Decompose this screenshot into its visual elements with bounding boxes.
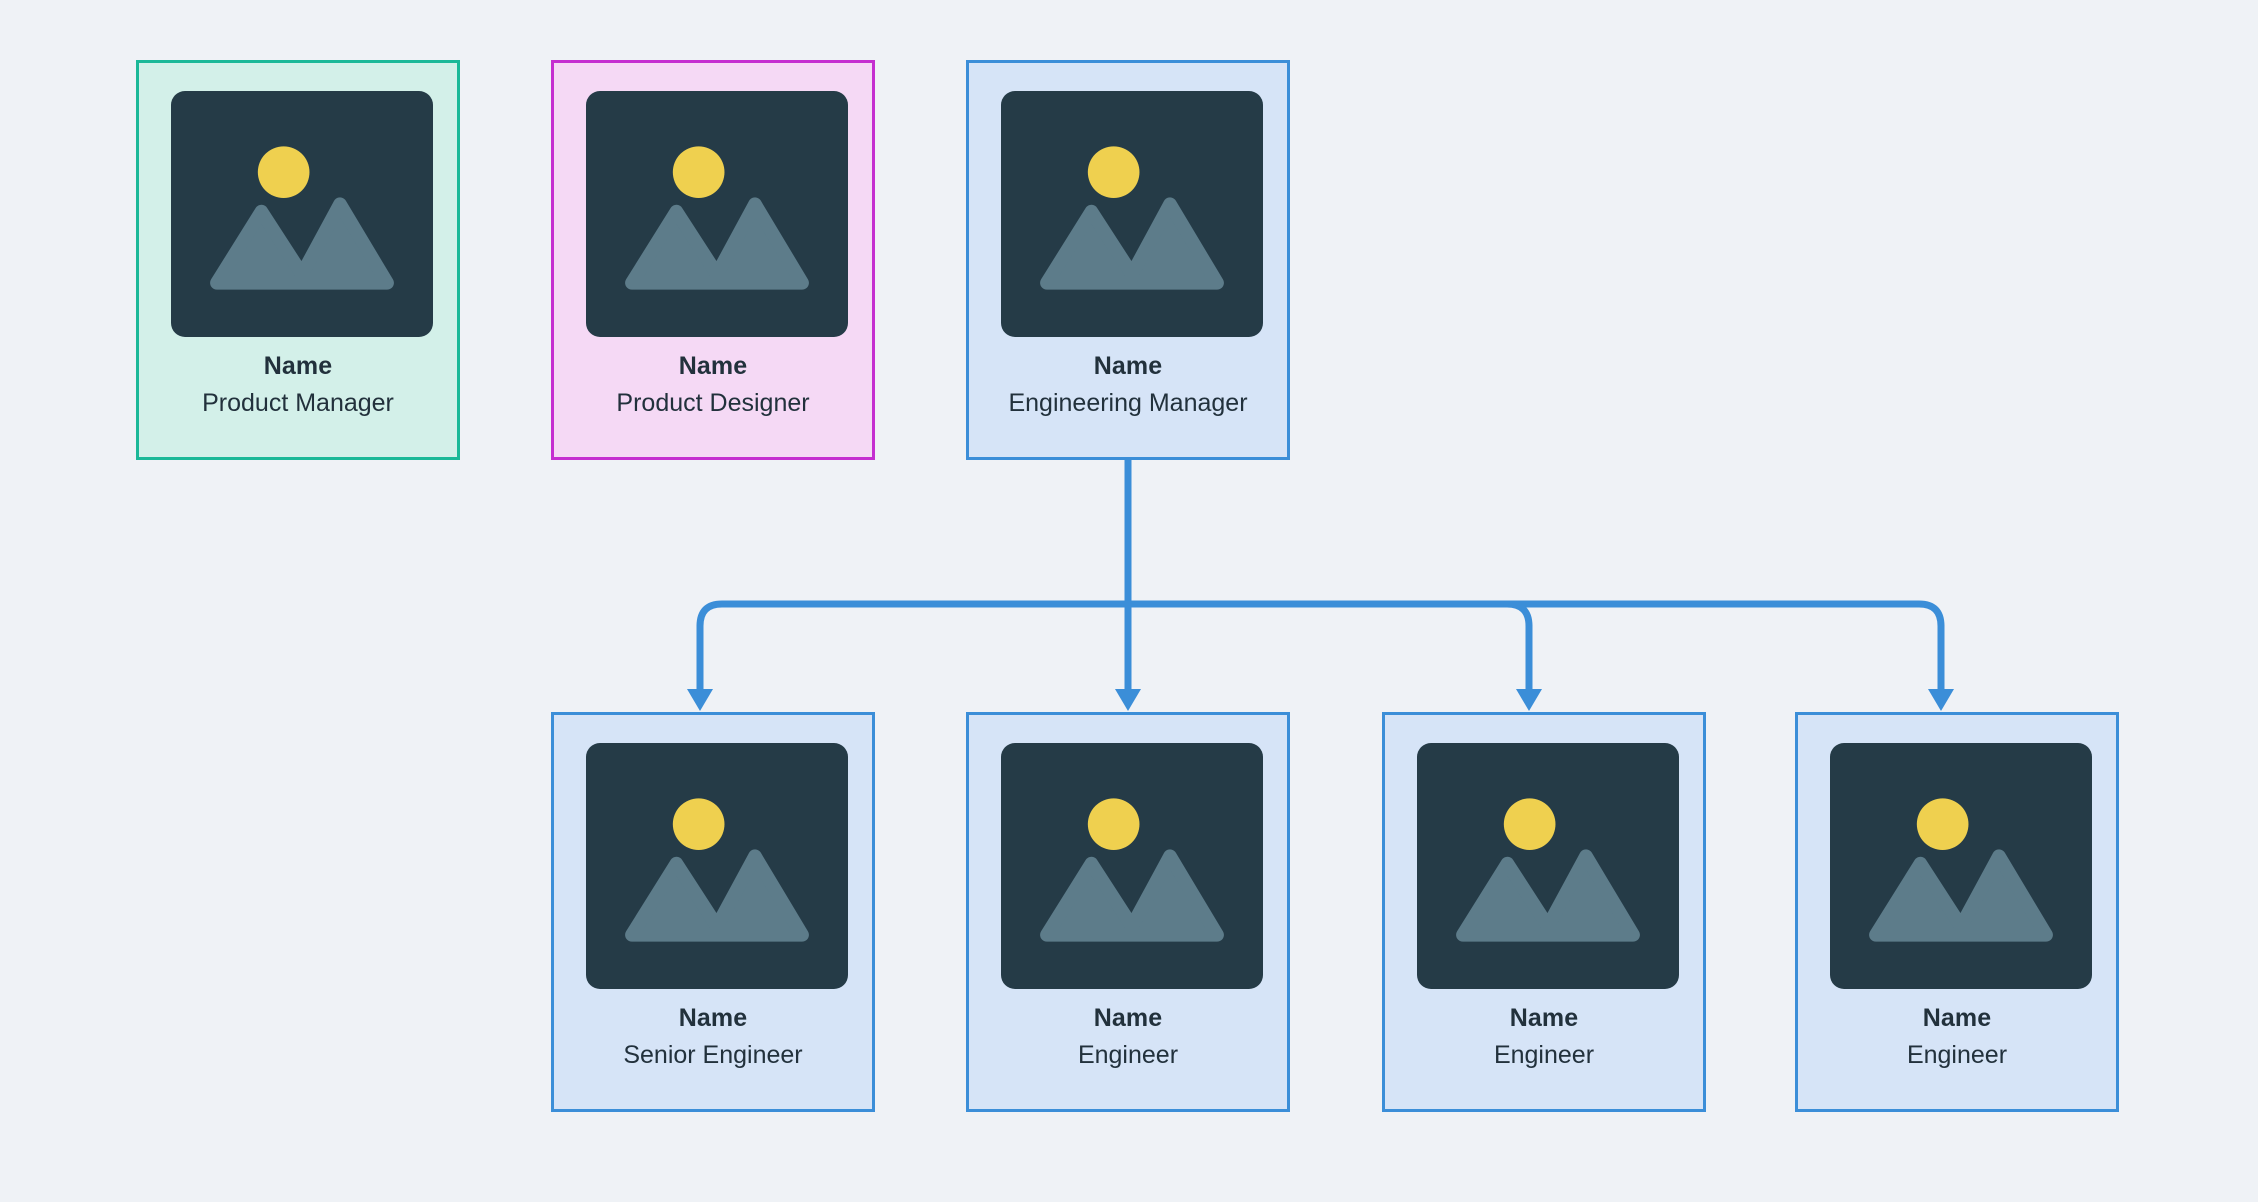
person-name: Name	[1093, 1004, 1163, 1032]
image-placeholder-icon	[1040, 798, 1224, 942]
connector-arrowhead-3	[1928, 689, 1954, 711]
connector-arrowhead-0	[687, 689, 713, 711]
person-name: Name	[1922, 1004, 1992, 1032]
image-placeholder-icon	[625, 146, 809, 290]
connector-arrowhead-2	[1516, 689, 1542, 711]
connector-arrowhead-1	[1115, 689, 1141, 711]
person-name: Name	[1509, 1004, 1579, 1032]
person-name: Name	[1093, 352, 1163, 380]
person-role: Engineering Manager	[1008, 388, 1248, 417]
person-photo-placeholder	[171, 91, 433, 337]
image-placeholder-icon	[1040, 146, 1224, 290]
image-placeholder-icon	[625, 798, 809, 942]
person-role: Product Manager	[202, 388, 394, 417]
image-placeholder-icon	[1456, 798, 1640, 942]
person-name: Name	[263, 352, 333, 380]
person-role: Product Designer	[616, 388, 810, 417]
person-role: Engineer	[1906, 1040, 2008, 1069]
person-photo-placeholder	[586, 743, 848, 989]
person-name: Name	[678, 1004, 748, 1032]
person-role: Senior Engineer	[623, 1040, 803, 1069]
person-photo-placeholder	[1830, 743, 2092, 989]
person-name: Name	[678, 352, 748, 380]
connector-bus	[696, 600, 1945, 676]
person-role: Engineer	[1493, 1040, 1595, 1069]
connector-elbow-2	[1503, 600, 1533, 630]
person-photo-placeholder	[1001, 743, 1263, 989]
person-photo-placeholder	[1001, 91, 1263, 337]
person-role: Engineer	[1077, 1040, 1179, 1069]
person-photo-placeholder	[586, 91, 848, 337]
person-photo-placeholder	[1417, 743, 1679, 989]
image-placeholder-icon	[210, 146, 394, 290]
image-placeholder-icon	[1869, 798, 2053, 942]
